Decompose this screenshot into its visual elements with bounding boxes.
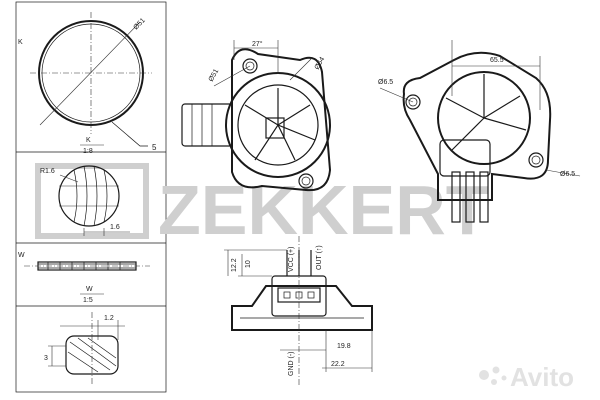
brand-watermark-text: ZEKKERT [158, 171, 489, 249]
callout-number: 5 [152, 143, 157, 152]
angle-label: 27° [252, 40, 263, 48]
sensor-back-view [379, 40, 581, 223]
conn-dim-19-8: 19.8 [337, 343, 351, 350]
conn-dim-22-2: 22.2 [331, 361, 345, 368]
w-profile-view [24, 261, 150, 271]
detail-k-view [58, 165, 130, 236]
scale-1-ratio: 1:8 [83, 148, 93, 155]
pin-out-label: OUT (↑) [316, 245, 323, 270]
seal-diameter-label: Ø51 [132, 17, 146, 31]
scale-2-ratio: 1:5 [83, 297, 93, 304]
scale-1-letter: K [86, 137, 91, 144]
front-dia-51: Ø51 [208, 68, 221, 83]
scale-2-letter: W [86, 286, 93, 293]
dim-1-6: 1.6 [110, 224, 120, 231]
pin-gnd-label: GND (-) [288, 352, 295, 377]
back-hole-right: Ø6.5 [560, 171, 575, 178]
k-section-label: K [18, 39, 23, 46]
conn-dim-10: 10 [245, 260, 252, 268]
dim-3: 3 [44, 355, 48, 362]
detail-w-section [48, 312, 125, 386]
radius-label: R1.6 [40, 168, 55, 175]
marketplace-watermark-text: Avito [510, 362, 574, 392]
pin-vcc-label: VCC (+) [288, 247, 295, 272]
connector-view [224, 236, 373, 386]
left-detail-frame [15, 1, 167, 393]
back-dim-65-5: 65.5 [490, 57, 504, 64]
back-hole-top: Ø6.5 [378, 79, 393, 86]
sensor-front-view [181, 40, 332, 192]
front-dia-54: Ø54 [314, 56, 327, 71]
seal-ring-view [30, 12, 152, 147]
dim-1-2: 1.2 [104, 315, 114, 322]
conn-dim-12-2: 12.2 [231, 258, 238, 272]
marketplace-watermark: Avito [479, 362, 574, 392]
w-section-label: W [18, 252, 25, 259]
